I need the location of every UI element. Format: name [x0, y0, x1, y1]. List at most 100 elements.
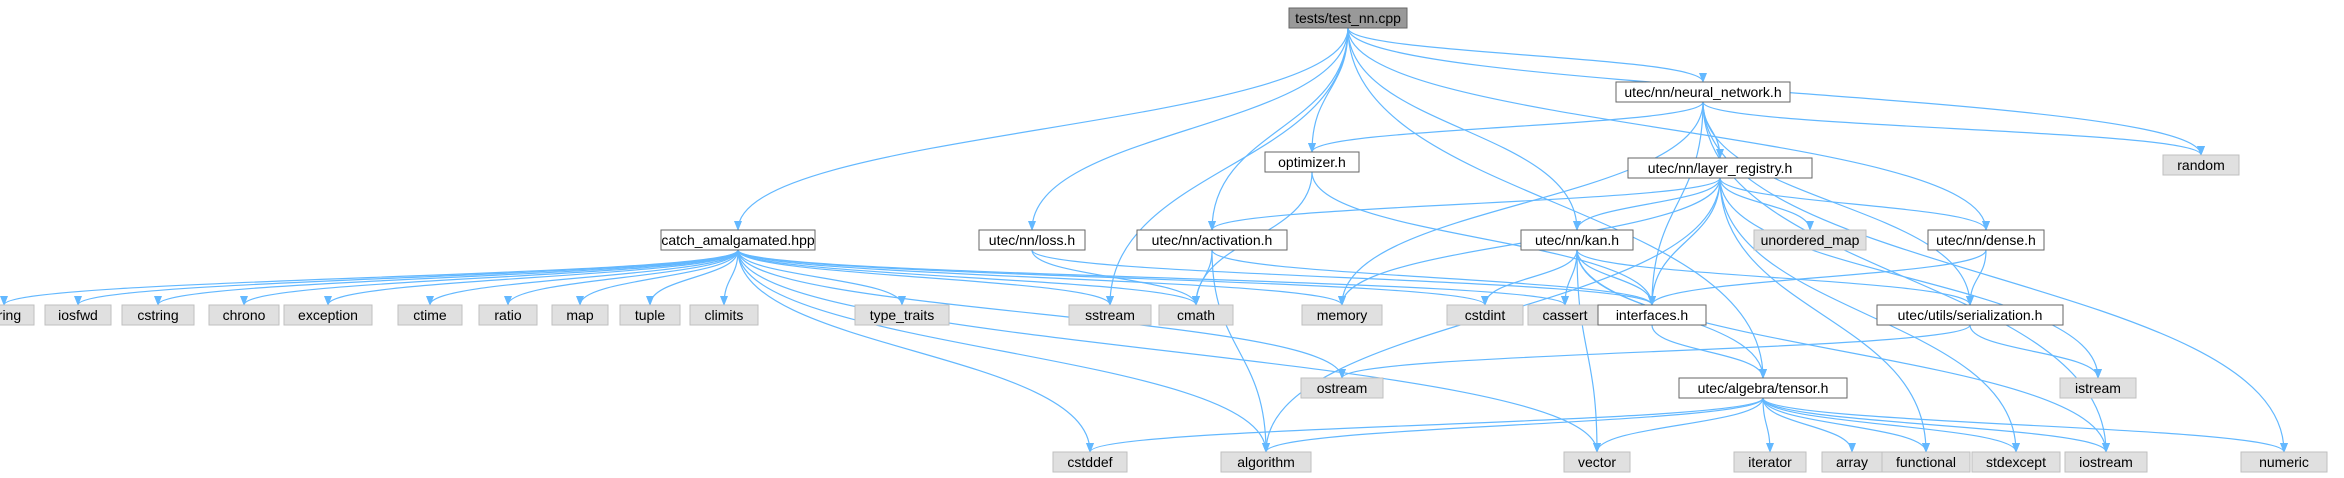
node-box-map	[551, 304, 609, 326]
node-label-ratio: ratio	[494, 307, 521, 323]
node-dense_h[interactable]: utec/nn/dense.h	[1927, 229, 2045, 251]
node-box-ctime	[397, 304, 463, 326]
node-cassert[interactable]: cassert	[1527, 304, 1603, 326]
node-cstring[interactable]: cstring	[121, 304, 195, 326]
node-exception[interactable]: exception	[283, 304, 373, 326]
edge-catch_amalgamated_hpp-to-chrono	[240, 249, 739, 306]
node-map[interactable]: map	[551, 304, 609, 326]
edge-tests_test_nn_cpp-to-sstream	[1106, 27, 1349, 306]
node-tensor_h[interactable]: utec/algebra/tensor.h	[1678, 377, 1848, 399]
node-string[interactable]: string	[0, 304, 35, 326]
node-stdexcept[interactable]: stdexcept	[1971, 451, 2061, 473]
node-label-sstream: sstream	[1085, 307, 1135, 323]
node-ctime[interactable]: ctime	[397, 304, 463, 326]
edge-catch_amalgamated_hpp-to-ctime	[426, 249, 739, 306]
node-sstream[interactable]: sstream	[1068, 304, 1152, 326]
node-label-cstddef: cstddef	[1067, 454, 1112, 470]
node-box-iosfwd	[44, 304, 112, 326]
node-chrono[interactable]: chrono	[208, 304, 280, 326]
node-box-neural_network_h	[1615, 81, 1791, 103]
node-tests_test_nn_cpp[interactable]: tests/test_nn.cpp	[1288, 7, 1408, 29]
node-label-dense_h: utec/nn/dense.h	[1936, 232, 2036, 248]
node-layer_registry_h[interactable]: utec/nn/layer_registry.h	[1627, 157, 1813, 179]
node-box-tuple	[619, 304, 681, 326]
edge-tensor_h-to-iostream	[1762, 397, 2110, 453]
node-label-iterator: iterator	[1748, 454, 1792, 470]
edge-neural_network_h-to-random	[1702, 101, 2205, 156]
node-label-numeric: numeric	[2259, 454, 2309, 470]
node-label-cstring: cstring	[137, 307, 178, 323]
node-tuple[interactable]: tuple	[619, 304, 681, 326]
node-box-type_traits	[854, 304, 950, 326]
node-box-tests_test_nn_cpp	[1288, 7, 1408, 29]
node-catch_amalgamated_hpp[interactable]: catch_amalgamated.hpp	[660, 229, 816, 251]
node-label-memory: memory	[1317, 307, 1368, 323]
node-box-ostream	[1300, 377, 1384, 399]
node-loss_h[interactable]: utec/nn/loss.h	[978, 229, 1086, 251]
node-label-interfaces_h: interfaces.h	[1616, 307, 1688, 323]
edge-tests_test_nn_cpp-to-loss_h	[1028, 27, 1349, 231]
node-label-catch_amalgamated_hpp: catch_amalgamated.hpp	[661, 232, 815, 248]
node-iostream[interactable]: iostream	[2064, 451, 2148, 473]
node-ratio[interactable]: ratio	[478, 304, 538, 326]
node-optimizer_h[interactable]: optimizer.h	[1264, 151, 1360, 173]
node-interfaces_h[interactable]: interfaces.h	[1597, 304, 1707, 326]
node-box-catch_amalgamated_hpp	[660, 229, 816, 251]
node-box-cmath	[1158, 304, 1234, 326]
edge-tests_test_nn_cpp-to-optimizer_h	[1308, 27, 1349, 153]
node-climits[interactable]: climits	[689, 304, 759, 326]
edge-layer_registry_h-to-stdexcept	[1719, 177, 2020, 453]
node-functional[interactable]: functional	[1881, 451, 1971, 473]
node-box-vector	[1563, 451, 1631, 473]
node-vector[interactable]: vector	[1563, 451, 1631, 473]
node-neural_network_h[interactable]: utec/nn/neural_network.h	[1615, 81, 1791, 103]
node-array[interactable]: array	[1821, 451, 1883, 473]
node-kan_h[interactable]: utec/nn/kan.h	[1520, 229, 1634, 251]
node-box-istream	[2059, 377, 2137, 399]
node-label-loss_h: utec/nn/loss.h	[989, 232, 1075, 248]
node-box-optimizer_h	[1264, 151, 1360, 173]
node-label-cstdint: cstdint	[1465, 307, 1506, 323]
edge-layer_registry_h-to-activation_h	[1208, 177, 1721, 231]
node-istream[interactable]: istream	[2059, 377, 2137, 399]
edge-layer_registry_h-to-istream	[1719, 177, 2102, 379]
node-activation_h[interactable]: utec/nn/activation.h	[1136, 229, 1288, 251]
node-label-ostream: ostream	[1317, 380, 1368, 396]
edge-catch_amalgamated_hpp-to-cstddef	[737, 249, 1094, 453]
node-algorithm[interactable]: algorithm	[1220, 451, 1312, 473]
edge-tensor_h-to-numeric	[1762, 397, 2288, 453]
edge-kan_h-to-cstdint	[1481, 249, 1578, 306]
edge-catch_amalgamated_hpp-to-algorithm	[737, 249, 1270, 453]
node-iterator[interactable]: iterator	[1733, 451, 1807, 473]
edge-kan_h-to-serialization_h	[1576, 249, 1974, 306]
node-numeric[interactable]: numeric	[2240, 451, 2328, 473]
node-cstdint[interactable]: cstdint	[1446, 304, 1524, 326]
node-box-layer_registry_h	[1627, 157, 1813, 179]
node-label-activation_h: utec/nn/activation.h	[1152, 232, 1273, 248]
node-label-random: random	[2177, 157, 2224, 173]
edge-serialization_h-to-istream	[1969, 324, 2102, 379]
node-cstddef[interactable]: cstddef	[1052, 451, 1128, 473]
edge-catch_amalgamated_hpp-to-ostream	[737, 249, 1346, 379]
edge-tensor_h-to-stdexcept	[1762, 397, 2020, 453]
node-label-iosfwd: iosfwd	[58, 307, 98, 323]
node-iosfwd[interactable]: iosfwd	[44, 304, 112, 326]
edge-catch_amalgamated_hpp-to-cstring	[154, 249, 739, 306]
node-box-climits	[689, 304, 759, 326]
edge-kan_h-to-vector	[1576, 249, 1601, 453]
node-random[interactable]: random	[2162, 154, 2240, 176]
node-ostream[interactable]: ostream	[1300, 377, 1384, 399]
node-box-unordered_map	[1753, 229, 1867, 251]
node-unordered_map[interactable]: unordered_map	[1753, 229, 1867, 251]
node-box-serialization_h	[1876, 304, 2064, 326]
edge-loss_h-to-cmath	[1031, 249, 1200, 306]
node-memory[interactable]: memory	[1301, 304, 1383, 326]
edge-tests_test_nn_cpp-to-catch_amalgamated_hpp	[734, 27, 1349, 231]
node-cmath[interactable]: cmath	[1158, 304, 1234, 326]
node-label-vector: vector	[1578, 454, 1616, 470]
node-type_traits[interactable]: type_traits	[854, 304, 950, 326]
edge-neural_network_h-to-interfaces_h	[1648, 101, 1704, 306]
edge-dense_h-to-serialization_h	[1966, 249, 1987, 306]
node-serialization_h[interactable]: utec/utils/serialization.h	[1876, 304, 2064, 326]
